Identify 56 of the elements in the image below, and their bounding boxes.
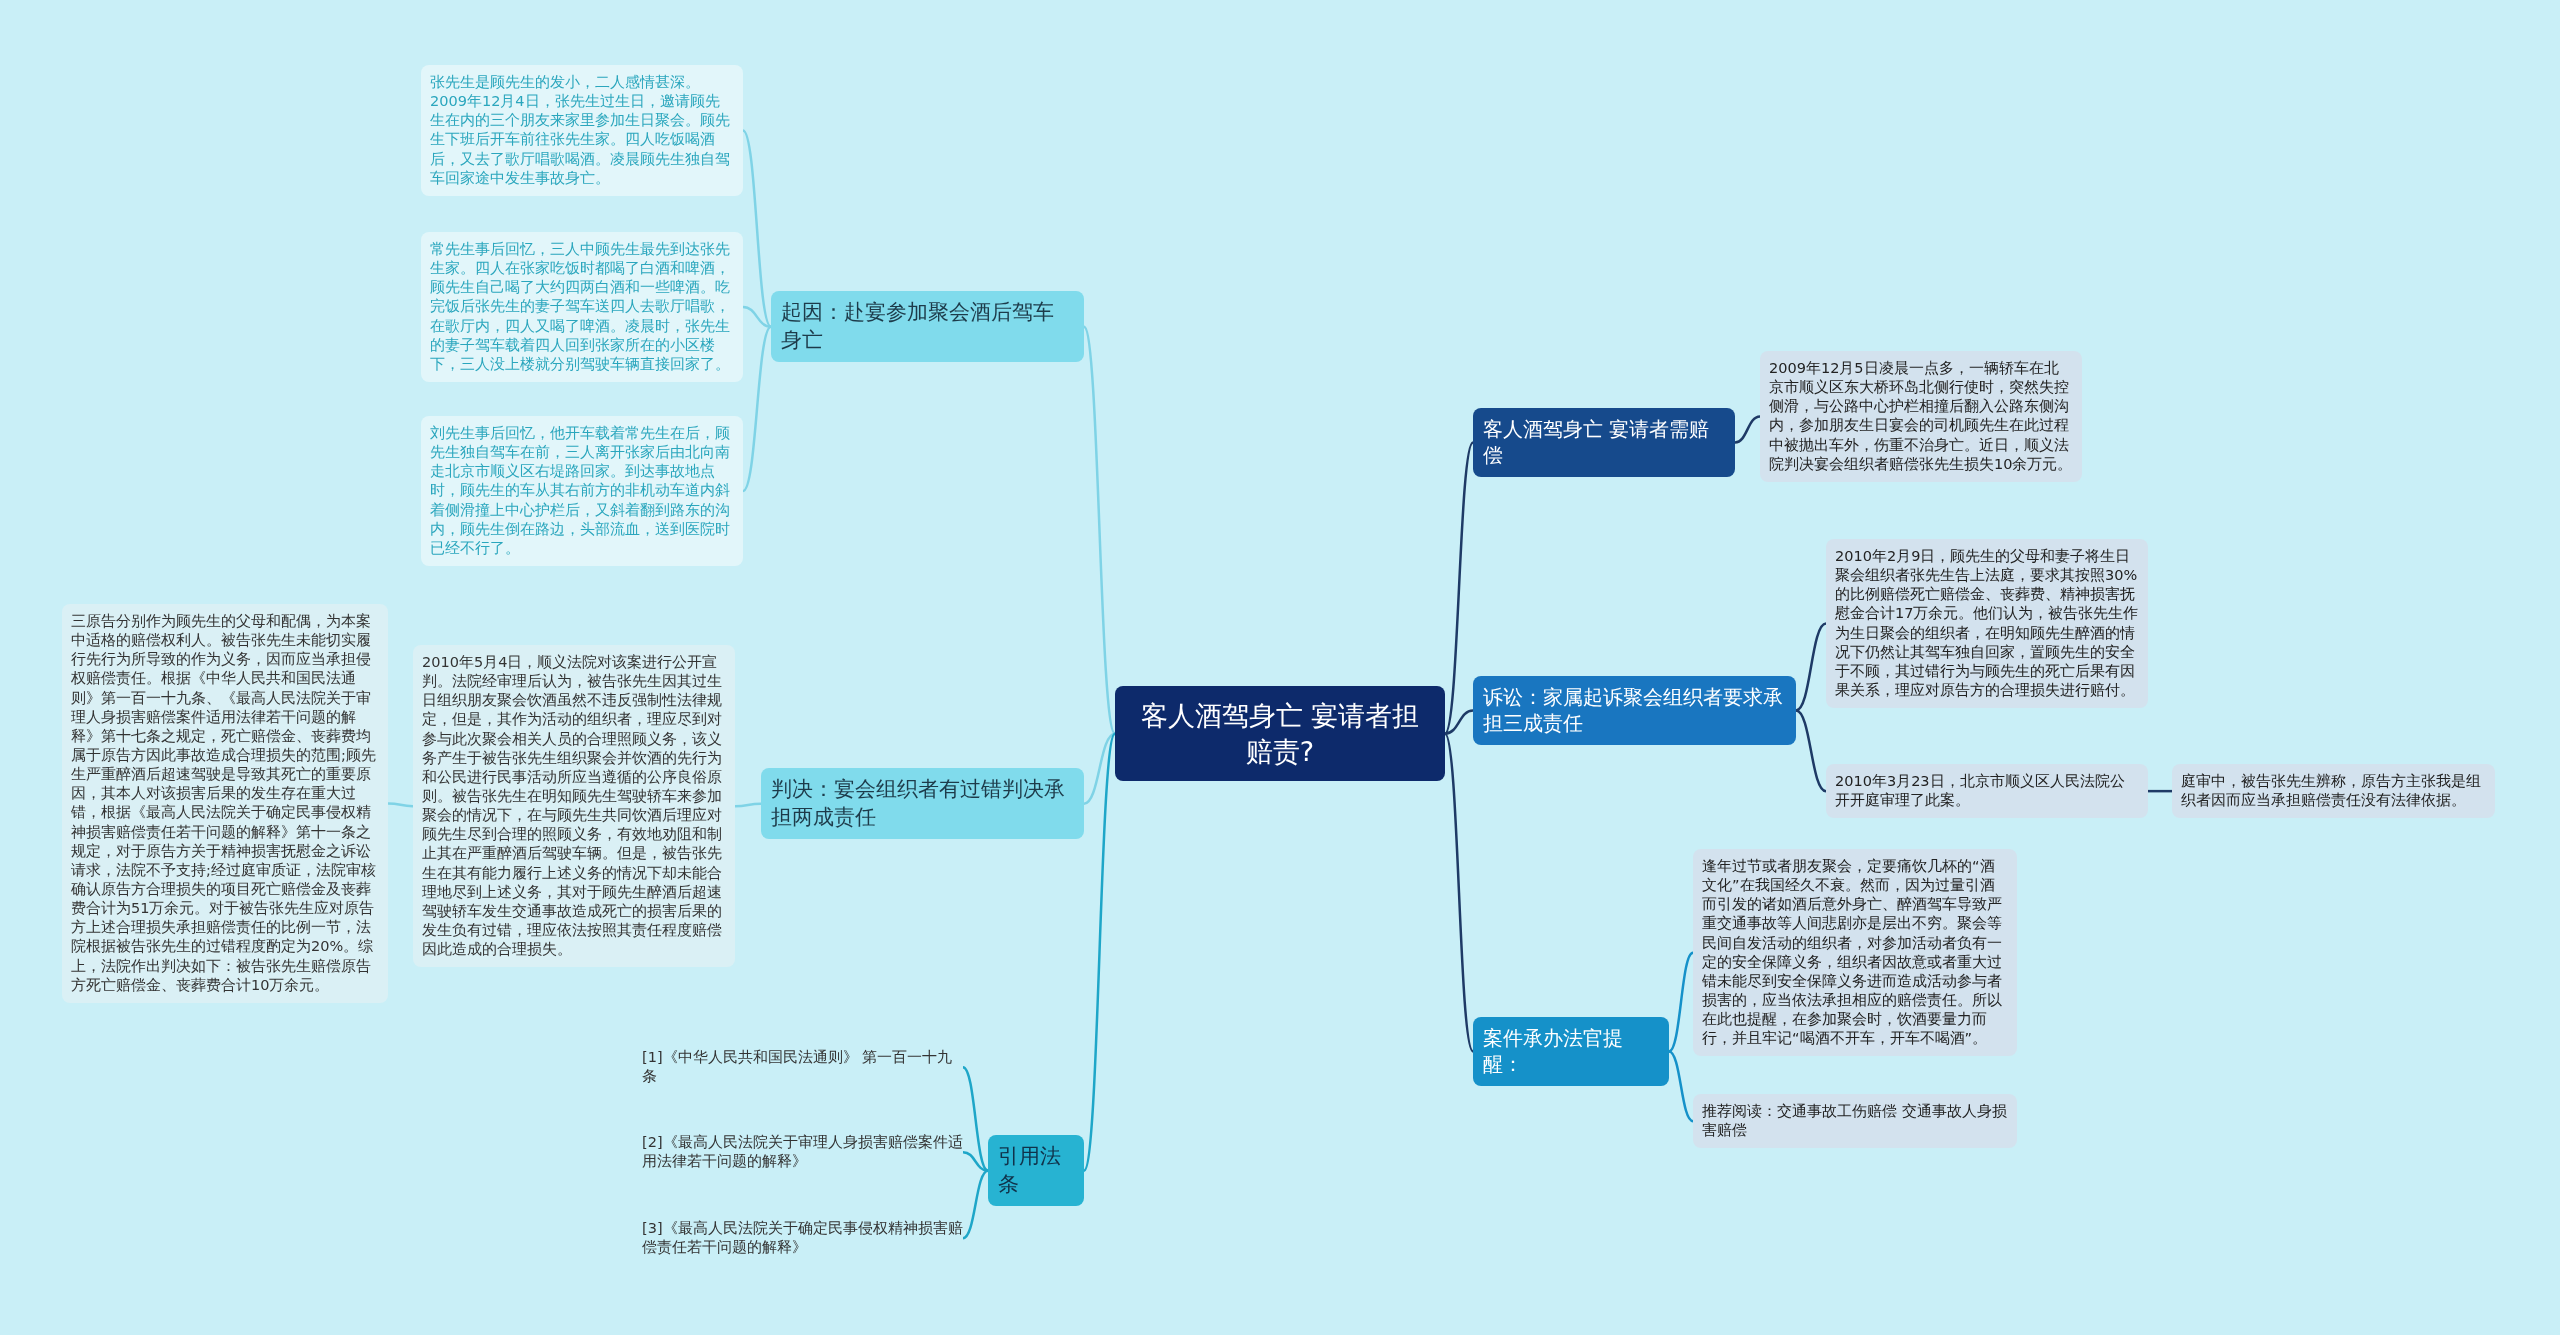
connector-line [1734, 415, 1761, 444]
connector-line [1083, 732, 1116, 805]
branch-box [771, 291, 1084, 363]
note-card [421, 232, 743, 382]
note-card [421, 65, 743, 196]
branch-box [988, 1135, 1084, 1207]
branch-label: 案件承办法官提醒： [1483, 1025, 1624, 1078]
note-text: 三原告分别作为顾先生的父母和配偶，为本案中适格的赔偿权利人。被告张先生未能切实履行先行为所导致的作为义务，因而应当承担侵权赔偿责任。根据《中华人民共和国民法通则》第一百一十九条、《最高人民法院关于审理人身损害赔偿案件适用法律若干问题的解释》第十七条之规定，死亡赔偿金、丧葬费均属于原告方因此事故造成合理损失的范围;顾先生严重醉酒后超速驾驶是导致其死亡的重要原因，其本人对该损害后果的发生存在重大过错，根据《最高人民法院关于确定民事侵权精神损害赔偿责任若干问题的解释》第十一条之规定，对于原告方关于精神损害抚慰金之诉讼请求，法院不予支持;经过庭审质证，法院审核确认原告方合理损失的项目死亡赔偿金及丧葬费合计为51万余元。对于被告张先生应对原告方上述合理损失承担赔偿责任的比例一节，法院根据被告张先生的过错程度酌定为20%。综上，法院作出判决如下：被告张先生赔偿原告方死亡赔偿金、丧葬费合计10万余元。 [71, 612, 377, 995]
note-text: 推荐阅读：交通事故工伤赔偿 交通事故人身损害赔偿 [1702, 1102, 2008, 1141]
connector-line [1443, 733, 1475, 1052]
note-text: 刘先生事后回忆，他开车载着常先生在后，顾先生独自驾车在前，三人离开张家后由北向南走北京市顺义区右堤路回家。到达事故地点时，顾先生的车从其右前方的非机动车道内斜着侧滑撞上中心护栏后，又斜着翻到路东的沟内，顾先生倒在路边，头部流血，送到医院时已经不行了。 [430, 424, 731, 558]
branch-box [1473, 1017, 1669, 1086]
branch-label: 判决：宴会组织者有过错判决承担两成责任 [771, 776, 1066, 831]
connector-line [742, 325, 772, 492]
branch-box [1473, 408, 1735, 477]
connector-line [1795, 709, 1827, 793]
note-card [2172, 764, 2495, 819]
branch-label: 诉讼：家属起诉聚会组织者要求承担三成责任 [1483, 684, 1784, 737]
connector-line [962, 1066, 989, 1172]
note-card [1826, 764, 2148, 819]
note-text: 2010年5月4日，顺义法院对该案进行公开宣判。法院经审理后认为，被告张先生因其过生日组织朋友聚会饮酒虽然不违反强制性法律规定，但是，其作为活动的组织者，理应尽到对参与此次聚会相关人员的合理照顾义务，该义务产生于被告张先生组织聚会并饮酒的先行为和公民进行民事活动所应当遵循的公序良俗原则。被告张先生在明知顾先生驾驶轿车来参加聚会的情况下，在与顾先生共同饮酒后理应对顾先生尽到合理的照顾义务，有效地劝阻和制止其在严重醉酒后驾驶车辆。但是，被告张先生在其有能力履行上述义务的情况下却未能合理地尽到上述义务，其对于顾先生醉酒后超速驾驶轿车发生交通事故造成死亡的损害后果的发生负有过错，理应依法按照其责任程度赔偿因此造成的合理损失。 [422, 653, 723, 960]
branch-label: 起因：赴宴参加聚会酒后驾车身亡 [781, 299, 1055, 354]
connector-line [1082, 733, 1117, 1172]
connector-line [1795, 622, 1827, 712]
branch-box [761, 768, 1084, 840]
connector-line [742, 129, 772, 328]
connector-line [387, 802, 414, 808]
note-text: 庭审中，被告张先生辨称，原告方主张我是组织者因而应当承担赔偿责任没有法律依据。 [2181, 772, 2482, 811]
connector-line [2148, 789, 2172, 793]
branch-box [1473, 676, 1796, 745]
connector-line [1443, 441, 1475, 735]
note-card [1693, 1094, 2017, 1149]
note-text: 逢年过节或者朋友聚会，定要痛饮几杯的“酒文化”在我国经久不衰。然而，因为过量引酒而引发的诸如酒后意外身亡、醉酒驾车导致严重交通事故等人间悲剧亦是层出不穷。聚会等民间自发活动的组织者，对参加活动者负有一定的安全保障义务，组织者因故意或者重大过错未能尽到安全保障义务进而造成活动参与者损害的，应当依法承担相应的赔偿责任。所以在此也提醒，在参加聚会时，饮酒要量力而行，并且牢记“喝酒不开车，开车不喝酒”。 [1702, 857, 2003, 1049]
note-text: 常先生事后回忆，三人中顾先生最先到达张先生家。四人在张家吃饭时都喝了白酒和啤酒，顾先生自己喝了大约四两白酒和一些啤酒。吃完饭后张先生的妻子驾车送四人去歌厅唱歌，在歌厅内，四人又喝了啤酒。凌晨时，张先生的妻子驾车载着四人回到张家所在的小区楼下，三人没上楼就分别驾驶车辆直接回家了。 [430, 240, 731, 374]
note-card [1760, 351, 2082, 482]
connector-line [742, 305, 772, 328]
connector-line [1668, 1050, 1694, 1123]
central-topic-box [1115, 686, 1445, 782]
note-text: 2009年12月5日凌晨一点多，一辆轿车在北京市顺义区东大桥环岛北侧行使时，突然失控侧滑，与公路中心护栏相撞后翻入公路东侧沟内，参加朋友生日宴会的司机顾先生在此过程中被抛出车外，伤重不治身亡。近日，顺义法院判决宴会组织者赔偿张先生损失10余万元。 [1769, 359, 2073, 474]
branch-label: 引用法条 [998, 1143, 1062, 1198]
note-text: 张先生是顾先生的发小，二人感情甚深。2009年12月4日，张先生过生日，邀请顾先生在内的三个朋友来家里参加生日聚会。顾先生下班后开车前往张先生家。四人吃饭喝酒后，又去了歌厅唱歌喝酒。凌晨顾先生独自驾车回家途中发生事故身亡。 [430, 73, 731, 188]
reference-text: [3]《最高人民法院关于确定民事侵权精神损害赔偿责任若干问题的解释》 [642, 1219, 963, 1258]
note-text: 2010年2月9日，顾先生的父母和妻子将生日聚会组织者张先生告上法庭，要求其按照30%的比例赔偿死亡赔偿金、丧葬费、精神损害抚慰金合计17万余元。他们认为，被告张先生作为生日聚会的组织者，在明知顾先生醉酒的情况下仍然让其驾车独自回家，置顾先生的安全于不顾，其过错行为与顾先生的死亡后果有因果关系，理应对原告方的合理损失进行赔付。 [1835, 547, 2139, 700]
connector-line [1444, 709, 1474, 735]
topic-title: 客人酒驾身亡 宴请者担赔责? [1139, 699, 1421, 769]
connector-line [962, 1169, 989, 1240]
reference-text: [2]《最高人民法院关于审理人身损害赔偿案件适用法律若干问题的解释》 [642, 1133, 963, 1172]
note-card [421, 416, 743, 566]
connector-line [962, 1150, 989, 1172]
note-text: 2010年3月23日，北京市顺义区人民法院公开开庭审理了此案。 [1835, 772, 2126, 811]
connector-line [1082, 326, 1117, 735]
connector-line [734, 802, 761, 808]
connector-line [1668, 951, 1694, 1053]
note-card [1826, 539, 2148, 709]
reference-text: [1]《中华人民共和国民法通则》 第一百一十九条 [642, 1048, 954, 1087]
branch-label: 客人酒驾身亡 宴请者需赔偿 [1483, 416, 1711, 469]
